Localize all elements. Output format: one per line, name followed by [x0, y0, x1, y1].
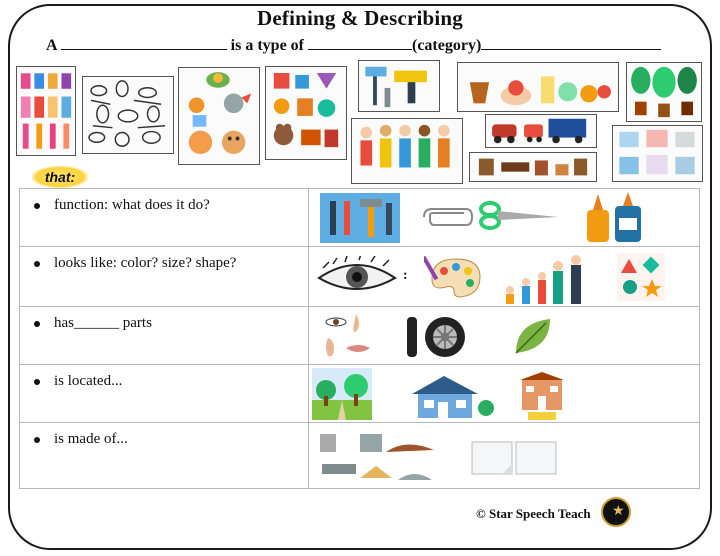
paint-palette-icon — [424, 253, 486, 303]
row-pictures-located — [308, 364, 700, 423]
row-label-cell: looks like: color? size? shape? — [19, 246, 309, 307]
row-label-cell: function: what does it do? — [19, 188, 309, 247]
star-logo-icon: ★ — [601, 497, 631, 527]
food-icon — [457, 62, 619, 112]
animals-icon — [178, 67, 260, 165]
vehicles-icon — [485, 114, 597, 148]
clothing-icon — [16, 66, 76, 156]
tools-icon — [358, 60, 440, 112]
bullet-icon — [34, 202, 40, 209]
shapes-icon — [617, 253, 665, 301]
sentence-category: (category) — [412, 37, 482, 54]
colon-text: : — [403, 268, 408, 283]
house-icon — [408, 372, 494, 420]
plants-icon — [626, 62, 702, 122]
row-label-looks-like: looks like: color? size? shape? — [54, 255, 237, 272]
family-sizes-icon — [500, 252, 588, 306]
sentence-prefix: A — [46, 37, 57, 54]
copyright-footer: © Star Speech Teach — [476, 506, 591, 521]
leaf-icon — [512, 315, 554, 357]
face-parts-icon — [322, 312, 372, 364]
eye-icon — [315, 256, 399, 298]
row-label-located: is located... — [54, 373, 123, 390]
tire-icon — [405, 313, 467, 361]
category-blank[interactable] — [308, 36, 412, 50]
that-badge: that: — [32, 166, 88, 188]
row-label-cell: has______ parts — [19, 306, 309, 365]
table-row: is located... — [19, 364, 700, 423]
insects-icon — [82, 76, 174, 154]
paper-icon — [470, 440, 558, 476]
people-icon — [351, 118, 463, 184]
buildings-icon — [612, 125, 703, 182]
tools-icon — [320, 193, 400, 243]
row-label-function: function: what does it do? — [54, 197, 210, 214]
toys-icon — [265, 66, 347, 160]
park-icon — [312, 368, 372, 420]
row-label-parts: has______ parts — [54, 315, 152, 332]
materials-icon — [316, 430, 438, 488]
glue-icon — [583, 192, 645, 244]
definition-sentence: A is a type of (category) — [46, 36, 662, 55]
sentence-middle: is a type of — [230, 37, 304, 54]
school-icon — [518, 370, 566, 422]
bullet-icon — [34, 260, 40, 267]
row-label-cell: is located... — [19, 364, 309, 423]
paperclip-icon — [418, 205, 476, 229]
bullet-icon — [34, 436, 40, 443]
bullet-icon — [34, 378, 40, 385]
furniture-icon — [469, 152, 597, 182]
scissors-icon — [478, 200, 560, 230]
page-title: Defining & Describing — [256, 6, 464, 30]
bullet-icon — [34, 320, 40, 327]
extra-blank[interactable] — [481, 36, 662, 50]
row-label-made-of: is made of... — [54, 431, 128, 448]
row-label-cell: is made of... — [19, 422, 309, 489]
item-blank[interactable] — [60, 36, 227, 50]
